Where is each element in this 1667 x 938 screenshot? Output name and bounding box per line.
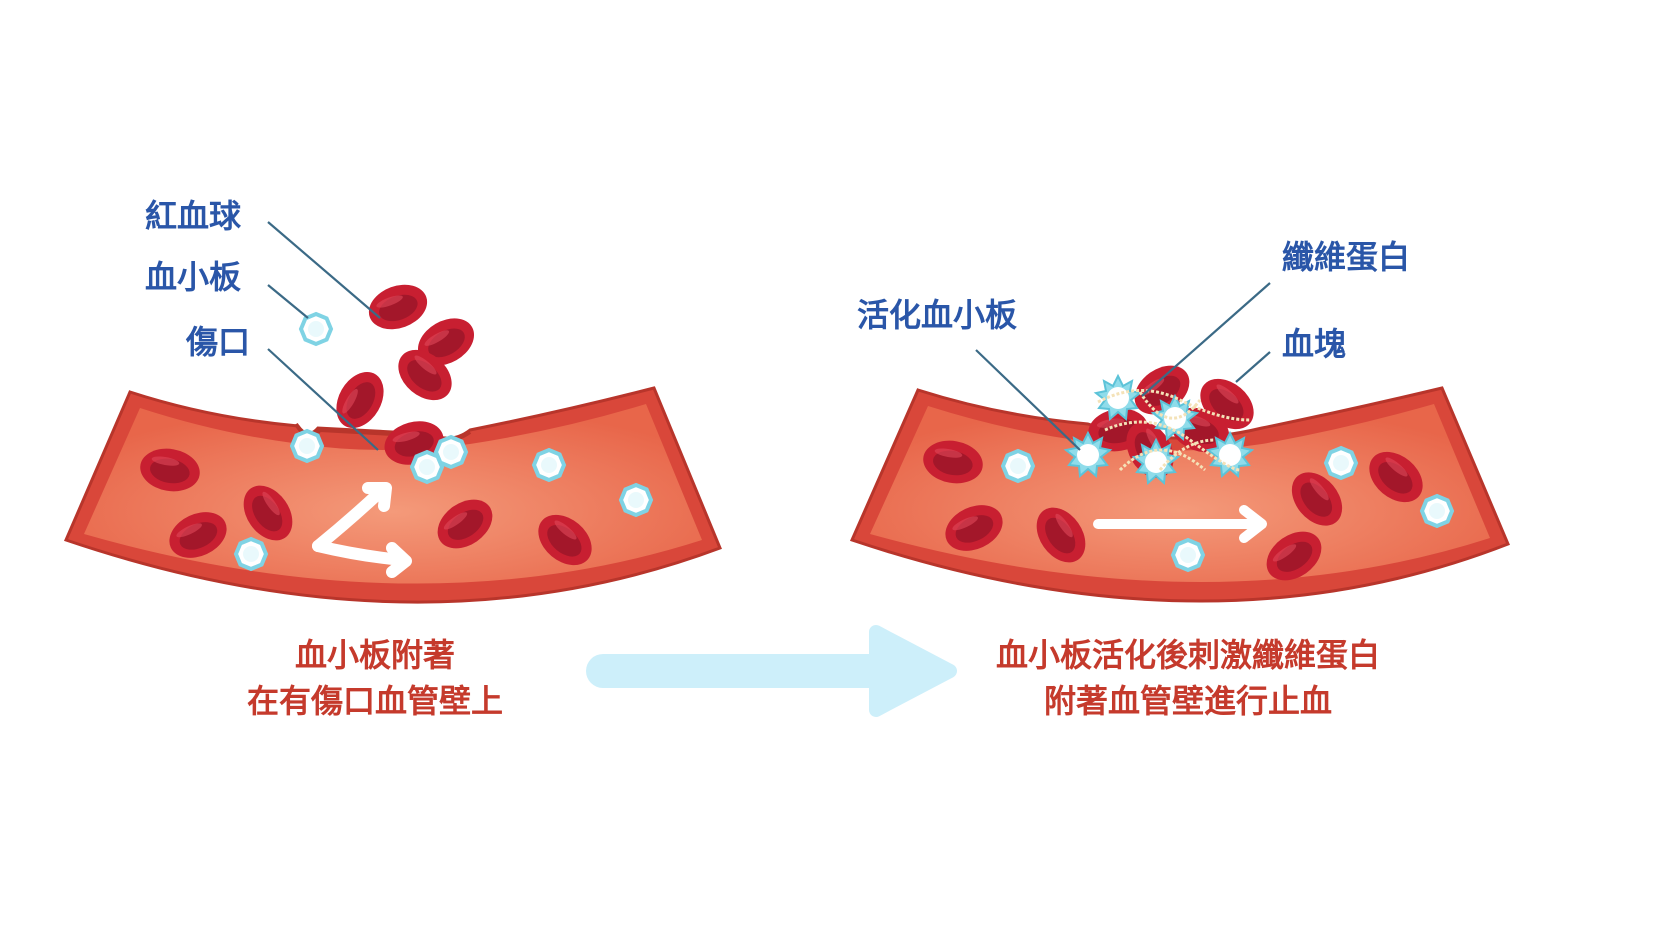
leader-activated-platelet [975, 349, 1081, 451]
flow-arrow-icon [312, 482, 412, 578]
right-caption-line1: 血小板活化後刺激纖維蛋白 [996, 636, 1380, 674]
platelet [1171, 538, 1205, 572]
leader-red-blood-cell [267, 221, 381, 319]
platelet [290, 429, 324, 463]
label-fibrin: 纖維蛋白 [1282, 238, 1410, 276]
platelet [1420, 494, 1454, 528]
blood-clot [1065, 355, 1264, 487]
platelet [234, 537, 268, 571]
flow-arrow-icon [1093, 505, 1267, 543]
left-vessel [63, 386, 722, 604]
leader-fibrin [1141, 282, 1271, 397]
label-wound: 傷口 [185, 323, 250, 361]
platelet [1001, 449, 1035, 483]
platelet [619, 483, 653, 517]
platelet [434, 435, 468, 469]
right-vessel [849, 386, 1510, 603]
label-clot: 血塊 [1282, 325, 1346, 363]
leader-wound [267, 348, 379, 451]
right-caption-line2: 附著血管壁進行止血 [1044, 682, 1332, 720]
red-blood-cell [362, 277, 434, 337]
left-caption-line1: 血小板附著 [295, 636, 455, 674]
label-red-blood-cell: 紅血球 [145, 197, 242, 235]
left-caption-line2: 在有傷口血管壁上 [247, 682, 503, 720]
fibrin-strands [1097, 389, 1251, 472]
platelet [1324, 446, 1358, 480]
label-platelet: 血小板 [145, 258, 241, 296]
platelet [299, 312, 333, 346]
transition-arrow-icon [586, 625, 957, 717]
label-activated-platelet: 活化血小板 [857, 296, 1017, 334]
leader-platelet [267, 284, 309, 319]
platelet [532, 448, 566, 482]
red-blood-cell [326, 363, 394, 437]
leader-clot [1235, 351, 1271, 383]
